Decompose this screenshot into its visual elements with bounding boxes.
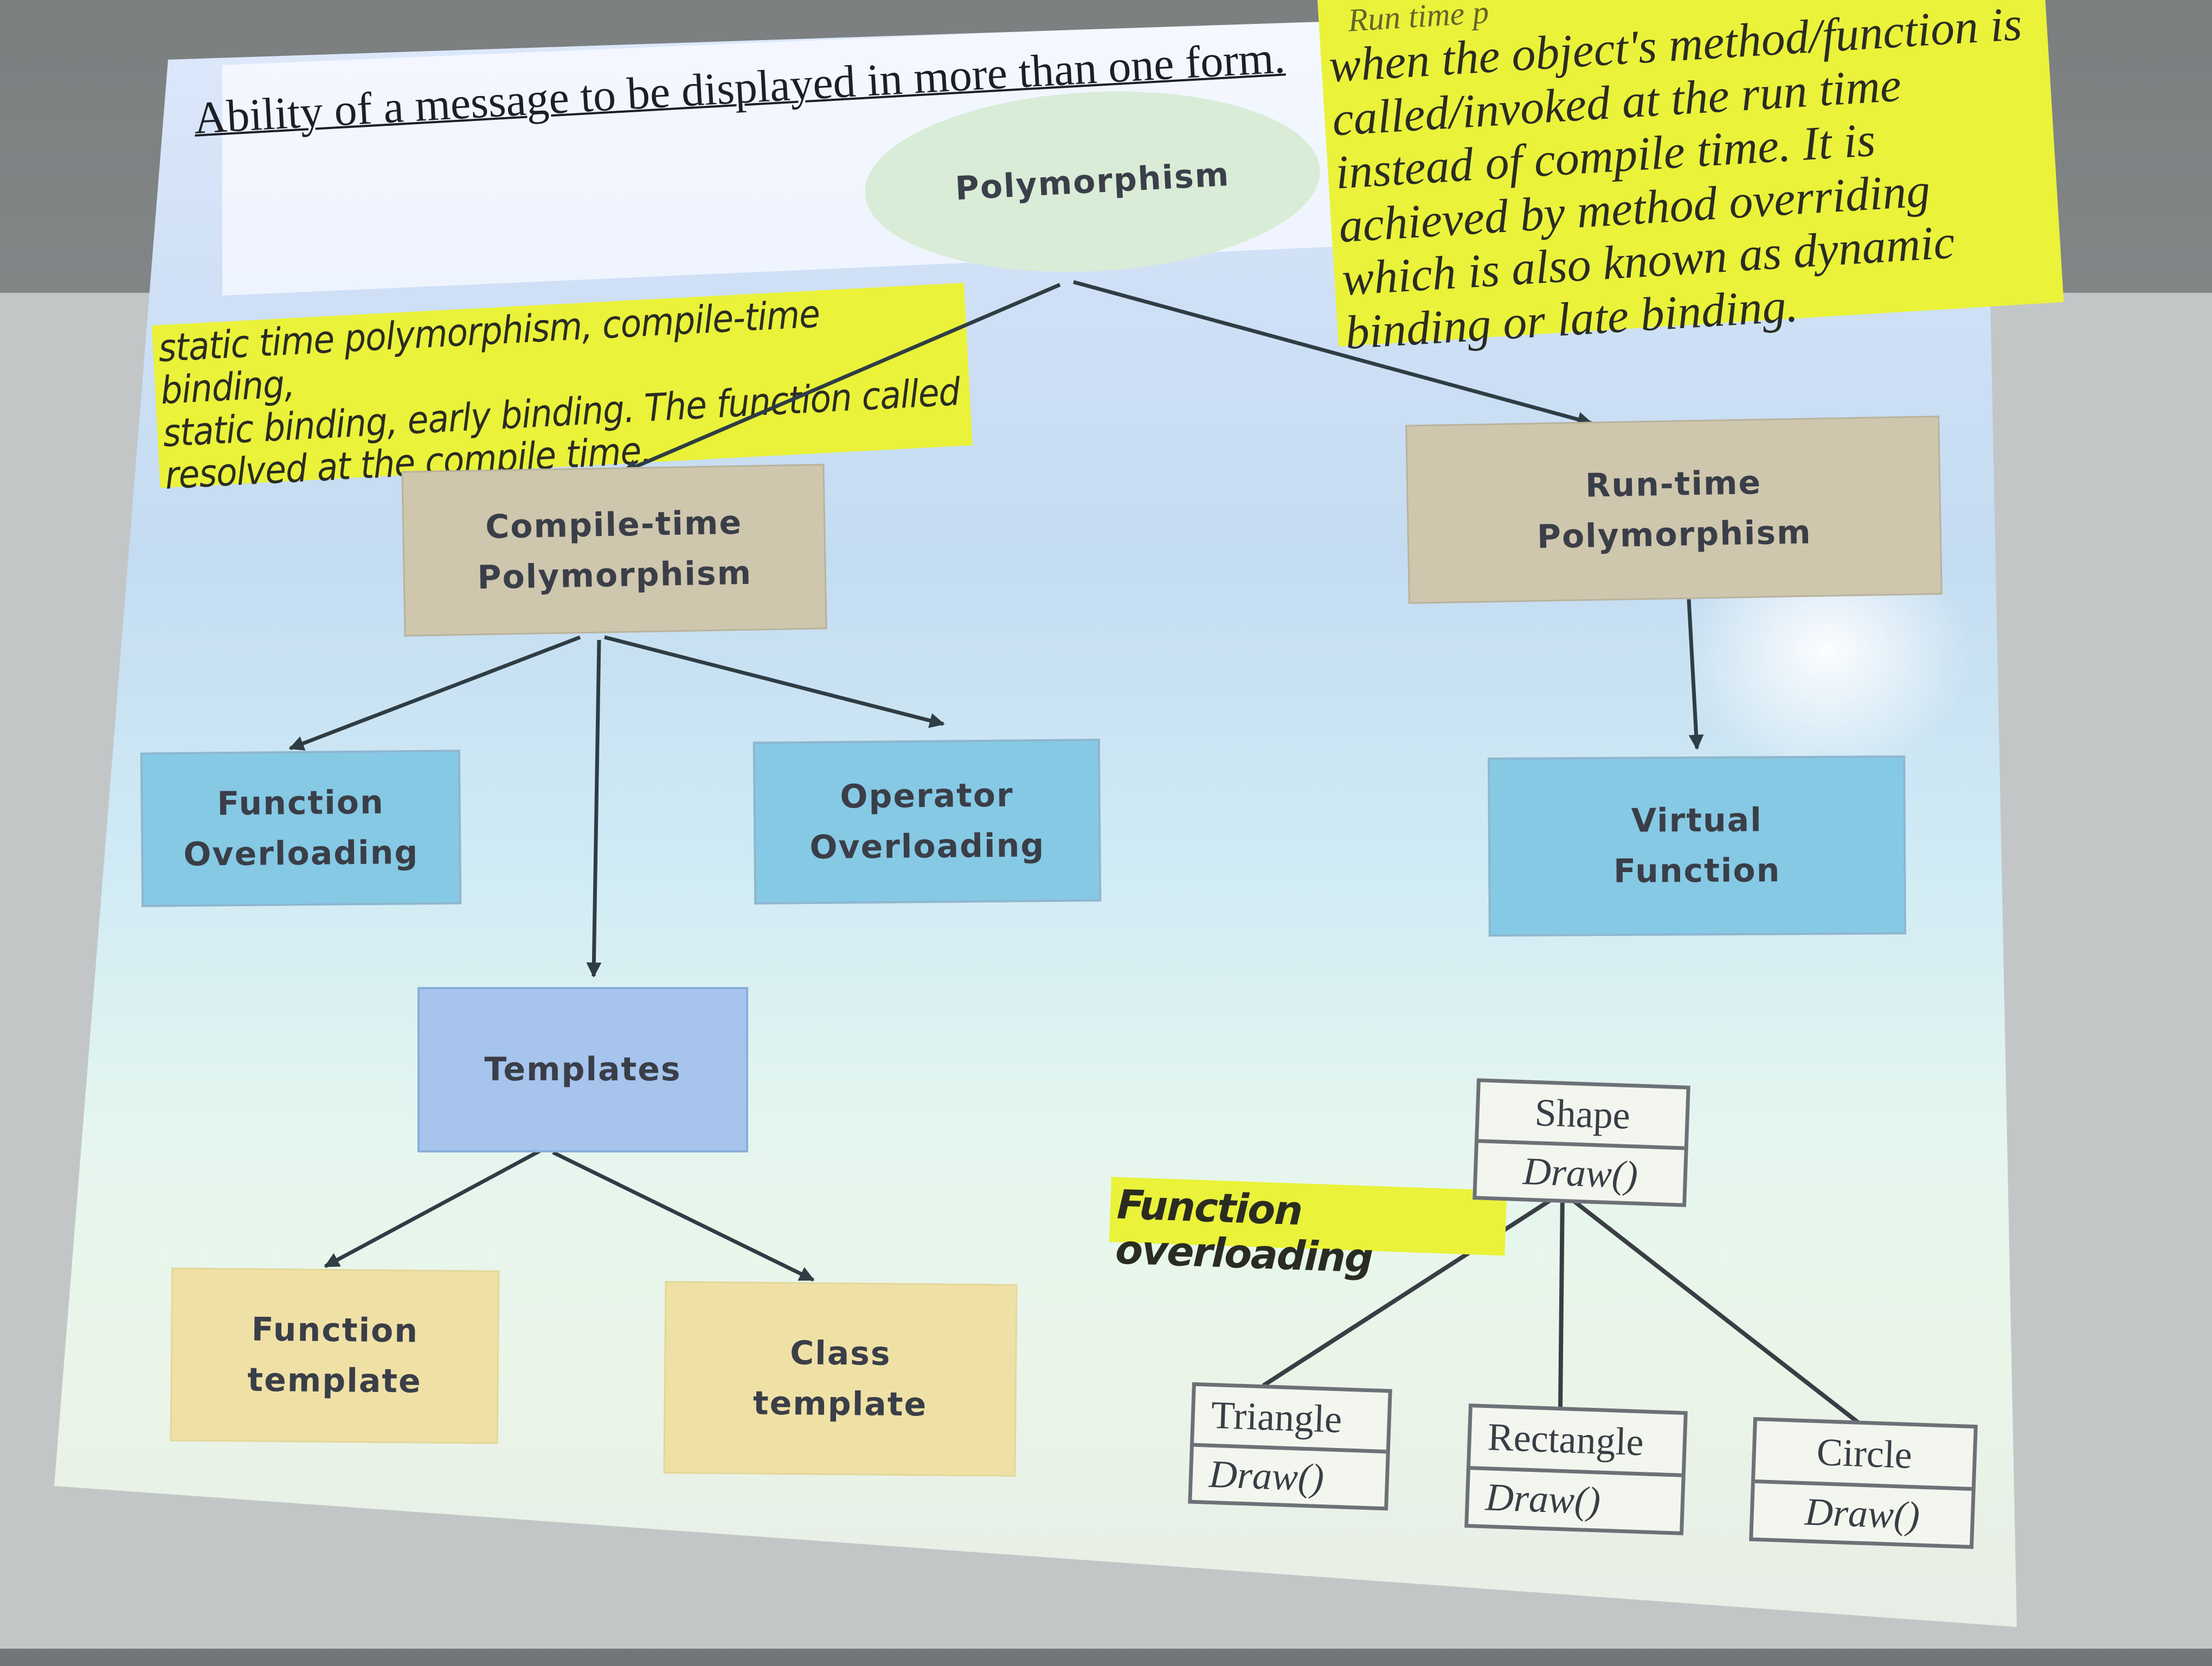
uml-edge-rectangle: [1558, 1193, 1565, 1411]
uml-shape-class: Shape Draw(): [1472, 1078, 1690, 1207]
uml-triangle-class: Triangle Draw(): [1188, 1382, 1392, 1511]
function-overloading-node: Function Overloading: [140, 749, 462, 907]
edge-compile-to-templates: [586, 639, 602, 978]
virtual-function-node: Virtual Function: [1488, 755, 1906, 937]
uml-class-name: Triangle: [1210, 1393, 1343, 1441]
uml-method: Draw(): [1468, 1465, 1682, 1532]
uml-rectangle-class: Rectangle Draw(): [1464, 1404, 1688, 1535]
edge-root-to-runtime: [1073, 280, 1593, 427]
class-template-node: Class template: [663, 1281, 1018, 1477]
compile-time-polymorphism-node: Compile-time Polymorphism: [401, 464, 827, 637]
edge-templates-to-class-template: [552, 1150, 815, 1282]
uml-method: Draw(): [1192, 1443, 1386, 1507]
run-time-polymorphism-node: Run-time Polymorphism: [1405, 415, 1943, 604]
uml-class-name: Circle: [1816, 1430, 1913, 1477]
uml-edge-triangle: [1262, 1191, 1563, 1388]
edge-runtime-to-virtual: [1687, 599, 1704, 750]
uml-circle-class: Circle Draw(): [1749, 1417, 1978, 1549]
uml-edge-circle: [1562, 1191, 1861, 1426]
templates-node: Templates: [417, 987, 748, 1152]
edge-root-to-compile: [622, 283, 1061, 474]
function-template-node: Function template: [170, 1267, 500, 1444]
function-overloading-highlight: Function overloading: [1109, 1177, 1507, 1282]
uml-class-name: Shape: [1534, 1090, 1631, 1138]
uml-method: Draw(): [1753, 1479, 1972, 1545]
edge-compile-to-operator-overloading: [604, 635, 945, 728]
uml-method: Draw(): [1476, 1139, 1684, 1203]
uml-class-name: Rectangle: [1487, 1415, 1645, 1464]
edge-compile-to-function-overloading: [288, 635, 581, 751]
edge-templates-to-function-template: [324, 1148, 543, 1268]
operator-overloading-node: Operator Overloading: [753, 739, 1102, 905]
